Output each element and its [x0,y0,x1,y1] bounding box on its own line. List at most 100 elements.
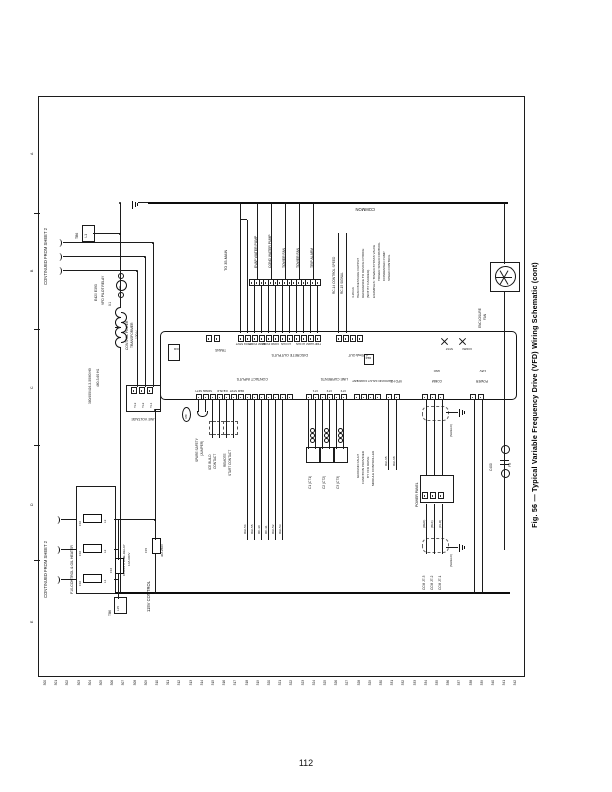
current-transformer-ct2 [319,447,334,463]
diagram-label: RHI-53 [277,524,282,534]
wire [260,398,262,540]
contact-inputs-terminals [230,393,238,401]
diagram-label: YL3 [133,402,137,408]
diagram-label: RHI-52 [270,524,275,534]
junction-dot [256,201,259,205]
continued-from-sheet-2-right: CONTINUED FROM SHEET 2 [43,228,48,285]
contact-inputs-terminals [195,393,203,401]
ladder-line-number: 311 [166,680,171,686]
wire [154,554,156,593]
diagram-label: CT1 [312,389,318,393]
continued-from-sheet-2-left: CONTINUED FROM SHEET 2 [43,541,48,598]
wire [138,202,148,204]
diagram-label: F10 [77,520,82,526]
ladder-line-number: 322 [289,680,294,686]
control-rail-label: 115V CONTROL [146,580,151,612]
line-voltage-terminals [138,387,146,394]
power-terminals [469,393,477,401]
diagram-label: FAN [483,313,487,320]
wire [281,285,283,333]
wire [246,398,248,540]
diagram-label: RHI-55 [249,524,254,534]
wire-break-icon [56,239,62,247]
ladder-line-number: 318 [244,680,249,686]
wire [441,504,443,554]
diagram-label: MC [183,414,188,419]
wire [152,243,154,387]
zone-letter: A [29,152,34,155]
wire [240,219,247,221]
ground-icon [459,409,460,417]
diagram-label: TOWER FAN [282,247,286,268]
wire [433,504,435,554]
trans-terminals [213,335,221,342]
diagram-label: TRANSFORMER [130,322,134,348]
wire [115,327,120,329]
ladder-line-number: 312 [177,680,182,686]
diagram-label: COND PUMP [261,342,279,346]
diagram-label: CT2 [326,389,332,393]
power-panel-label: POWER PANEL [415,482,419,507]
diagram-label: STAT [445,347,453,351]
junction-dot [312,201,315,205]
diagram-label: SPARE SFTY [194,389,212,393]
discrete-output-terminals [279,335,287,342]
ladder-line-number: 337 [457,680,462,686]
wire [314,398,316,449]
ladder-line-number: 327 [345,680,350,686]
bus-wire [115,591,510,595]
ladder-line-number: 330 [379,680,383,686]
vfd-hz-terminals [385,393,393,401]
diagram-label: RHI-65 [384,456,388,466]
ladder-line-number: 316 [222,680,227,686]
wire [299,203,300,280]
zone-tick [34,445,40,446]
line-currents-terminals [333,393,341,401]
comm-terminals [421,393,429,401]
ladder-line-number: 321 [278,680,283,686]
diagram-label: TRIP ALARM [310,247,314,268]
ground-icon [137,203,138,206]
discrete-output-terminals [244,335,252,342]
diagram-label: CONTACT [213,453,217,469]
ground-fault-terminals [374,393,382,401]
wire [302,285,304,333]
wire [288,285,290,333]
wire-break-icon [54,576,60,584]
contact-inputs-terminals [216,393,224,401]
wire [253,285,255,333]
diagram-label: FR [508,462,512,467]
zone-letter: D [29,503,34,506]
wire [285,203,286,280]
tb6-label: TB6 [75,232,79,239]
wire [337,233,339,333]
diagram-label: SPEED CONTROL [387,254,391,281]
zone-tick [34,329,40,330]
diagram-label: REFERENCE TO DEVICE CHOICE [361,248,365,298]
ladder-line-number: 302 [65,680,70,686]
discrete-output-terminals [237,335,245,342]
ma-out-terminals [356,335,364,342]
diagram-label: CCM J7-2 [429,575,434,590]
wire [446,547,458,549]
ladder-line-number: 342 [513,680,518,686]
fuse-f10 [83,514,102,524]
diagram-label: (CLR) [437,520,442,528]
ladder-line-number: 313 [188,680,193,686]
ladder-line-number: 315 [211,680,215,686]
diagram-label: (RED) [421,519,426,528]
diagram-label: (SHIELD) [449,554,453,567]
page-number: 112 [298,758,314,768]
power-terminals [477,393,485,401]
wire [267,398,269,540]
diagram-label: 4-20mA [351,287,355,298]
wire [61,519,76,521]
ladder-line-number: 336 [446,680,451,686]
wire [328,398,330,449]
diagram-label: TOWER FAN [296,247,300,268]
wire [93,233,120,235]
diagram-label: HEAD PRESSURE OUTPUT [356,257,360,298]
diagram-label: (NOT BY CARRIER) [366,269,370,298]
diagram-label: F10 [77,580,82,586]
contact-inputs-terminals [237,393,245,401]
